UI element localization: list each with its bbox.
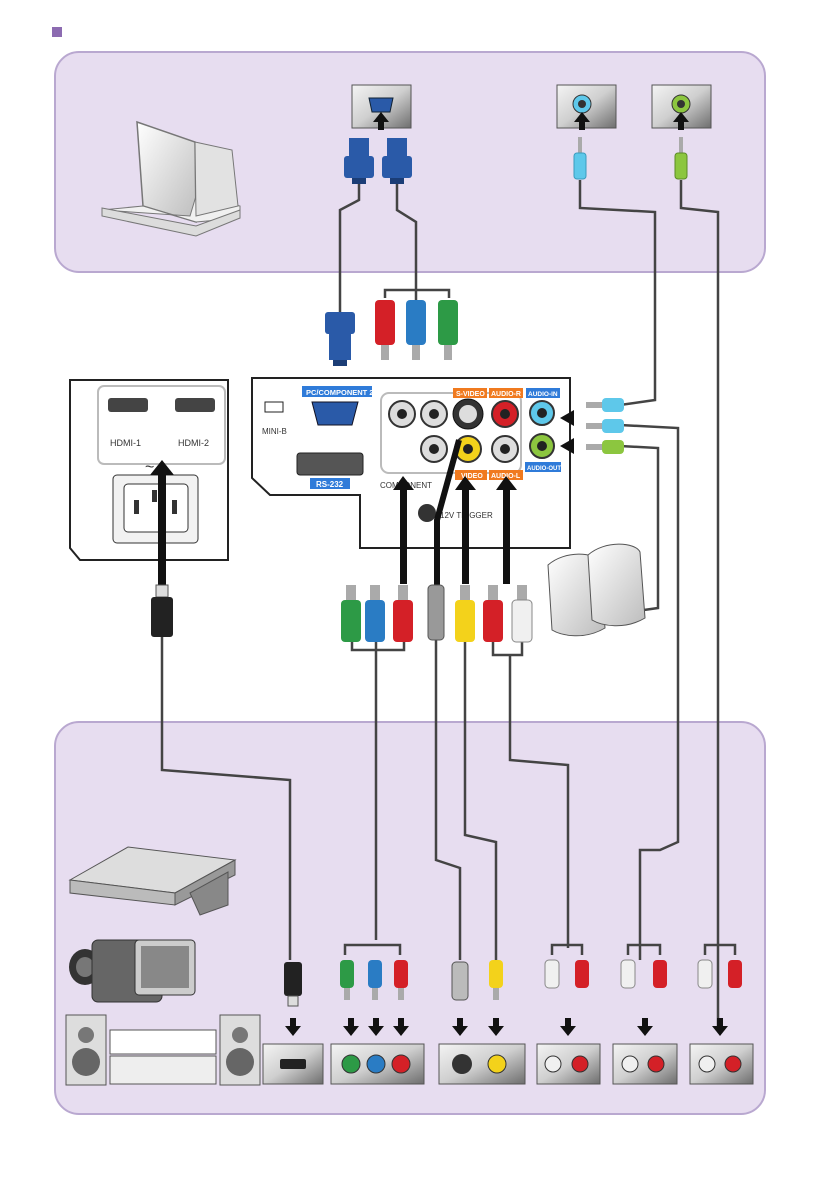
hdmi-1-port	[108, 398, 148, 412]
rs232-label: RS-232	[316, 480, 344, 489]
rs232-port	[297, 453, 363, 475]
hdmi-1-label: HDMI-1	[110, 438, 141, 448]
audio-plug-in	[586, 398, 624, 412]
mini-b-port	[265, 402, 283, 412]
header-marker	[52, 27, 62, 37]
component-plugs-top	[375, 300, 458, 360]
mini-b-label: MINI-B	[262, 427, 287, 436]
component-plugs-lower	[341, 585, 532, 642]
audio-r-label: AUDIO-R	[491, 391, 521, 398]
hdmi-2-port	[175, 398, 215, 412]
s-video-label: S-VIDEO	[456, 391, 485, 398]
audio-out-label: AUDIO-OUT	[527, 466, 561, 472]
hdmi-plug	[151, 585, 173, 637]
audio-plug-out-blue	[586, 419, 624, 433]
audio-in-label: AUDIO-IN	[528, 391, 558, 398]
vga-plug-middle	[325, 312, 355, 366]
speakers-icon	[548, 544, 645, 636]
audio-plug-out-green	[586, 440, 624, 454]
pc-component-label: PC/COMPONENT 2	[306, 388, 374, 397]
hdmi-2-label: HDMI-2	[178, 438, 209, 448]
